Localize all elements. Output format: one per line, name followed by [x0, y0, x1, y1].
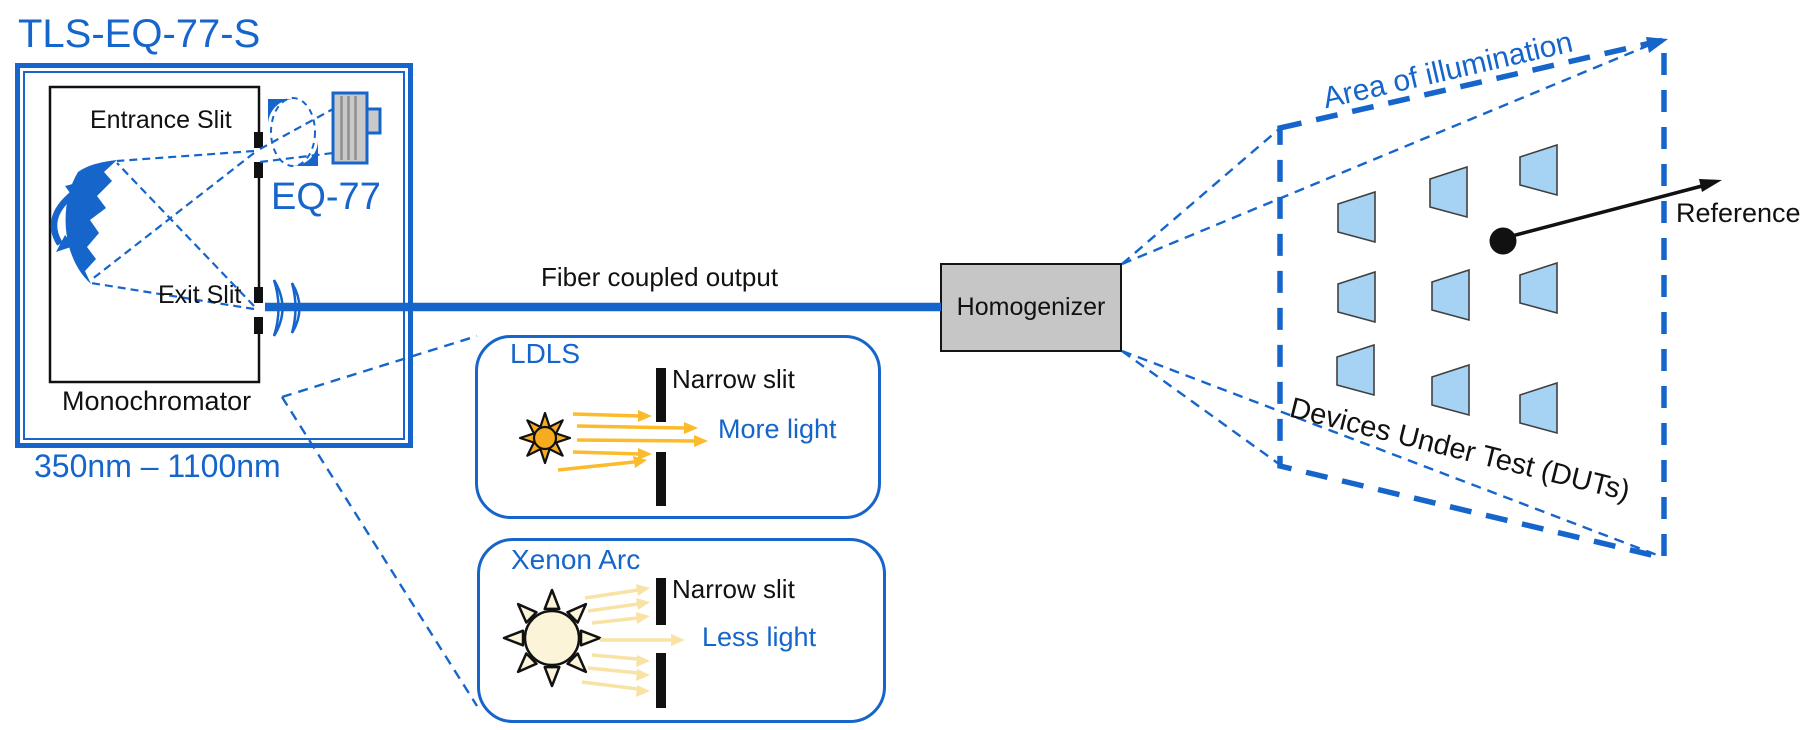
dut-shape: [1519, 261, 1558, 315]
illumination-corner-arrowhead: [1646, 37, 1668, 53]
area-of-illumination-label: Area of illumination: [1319, 25, 1576, 116]
dut-shape: [1336, 343, 1375, 397]
fiber-output-label: Fiber coupled output: [541, 262, 779, 292]
entrance-slit-label: Entrance Slit: [90, 106, 232, 134]
reference-label: Reference: [1676, 198, 1801, 228]
dut-shape: [1519, 381, 1558, 435]
dut-shape: [1431, 363, 1470, 417]
dut-grid: [1336, 143, 1558, 435]
tls-title: TLS-EQ-77-S: [18, 12, 261, 56]
exit-slit-label: Exit Slit: [158, 281, 242, 309]
dut-shape: [1519, 143, 1558, 197]
dut-shape: [1337, 270, 1376, 324]
homogenizer-label: Homogenizer: [956, 293, 1106, 321]
ldls-narrow-slit-label: Narrow slit: [672, 364, 795, 394]
dut-shape: [1429, 165, 1468, 219]
xenon-result-label: Less light: [702, 622, 817, 652]
xenon-inset-box: [477, 538, 886, 723]
devices-under-test-label: Devices Under Test (DUTs): [1286, 392, 1634, 508]
reference-dot-icon: [1489, 227, 1517, 255]
wavelength-range-label: 350nm – 1100nm: [34, 448, 281, 484]
dut-shape: [1337, 190, 1376, 244]
ldls-result-label: More light: [718, 414, 837, 444]
lamp-label: EQ-77: [271, 176, 381, 218]
monochromator-label: Monochromator: [62, 386, 252, 416]
homogenizer-box: Homogenizer: [940, 263, 1122, 352]
tls-unit-box: [15, 63, 413, 448]
dut-shape: [1431, 268, 1470, 322]
ldls-title: LDLS: [510, 338, 581, 369]
xenon-narrow-slit-label: Narrow slit: [672, 574, 795, 604]
tls-unit-inner-border: [23, 71, 405, 440]
xenon-title: Xenon Arc: [511, 544, 641, 575]
